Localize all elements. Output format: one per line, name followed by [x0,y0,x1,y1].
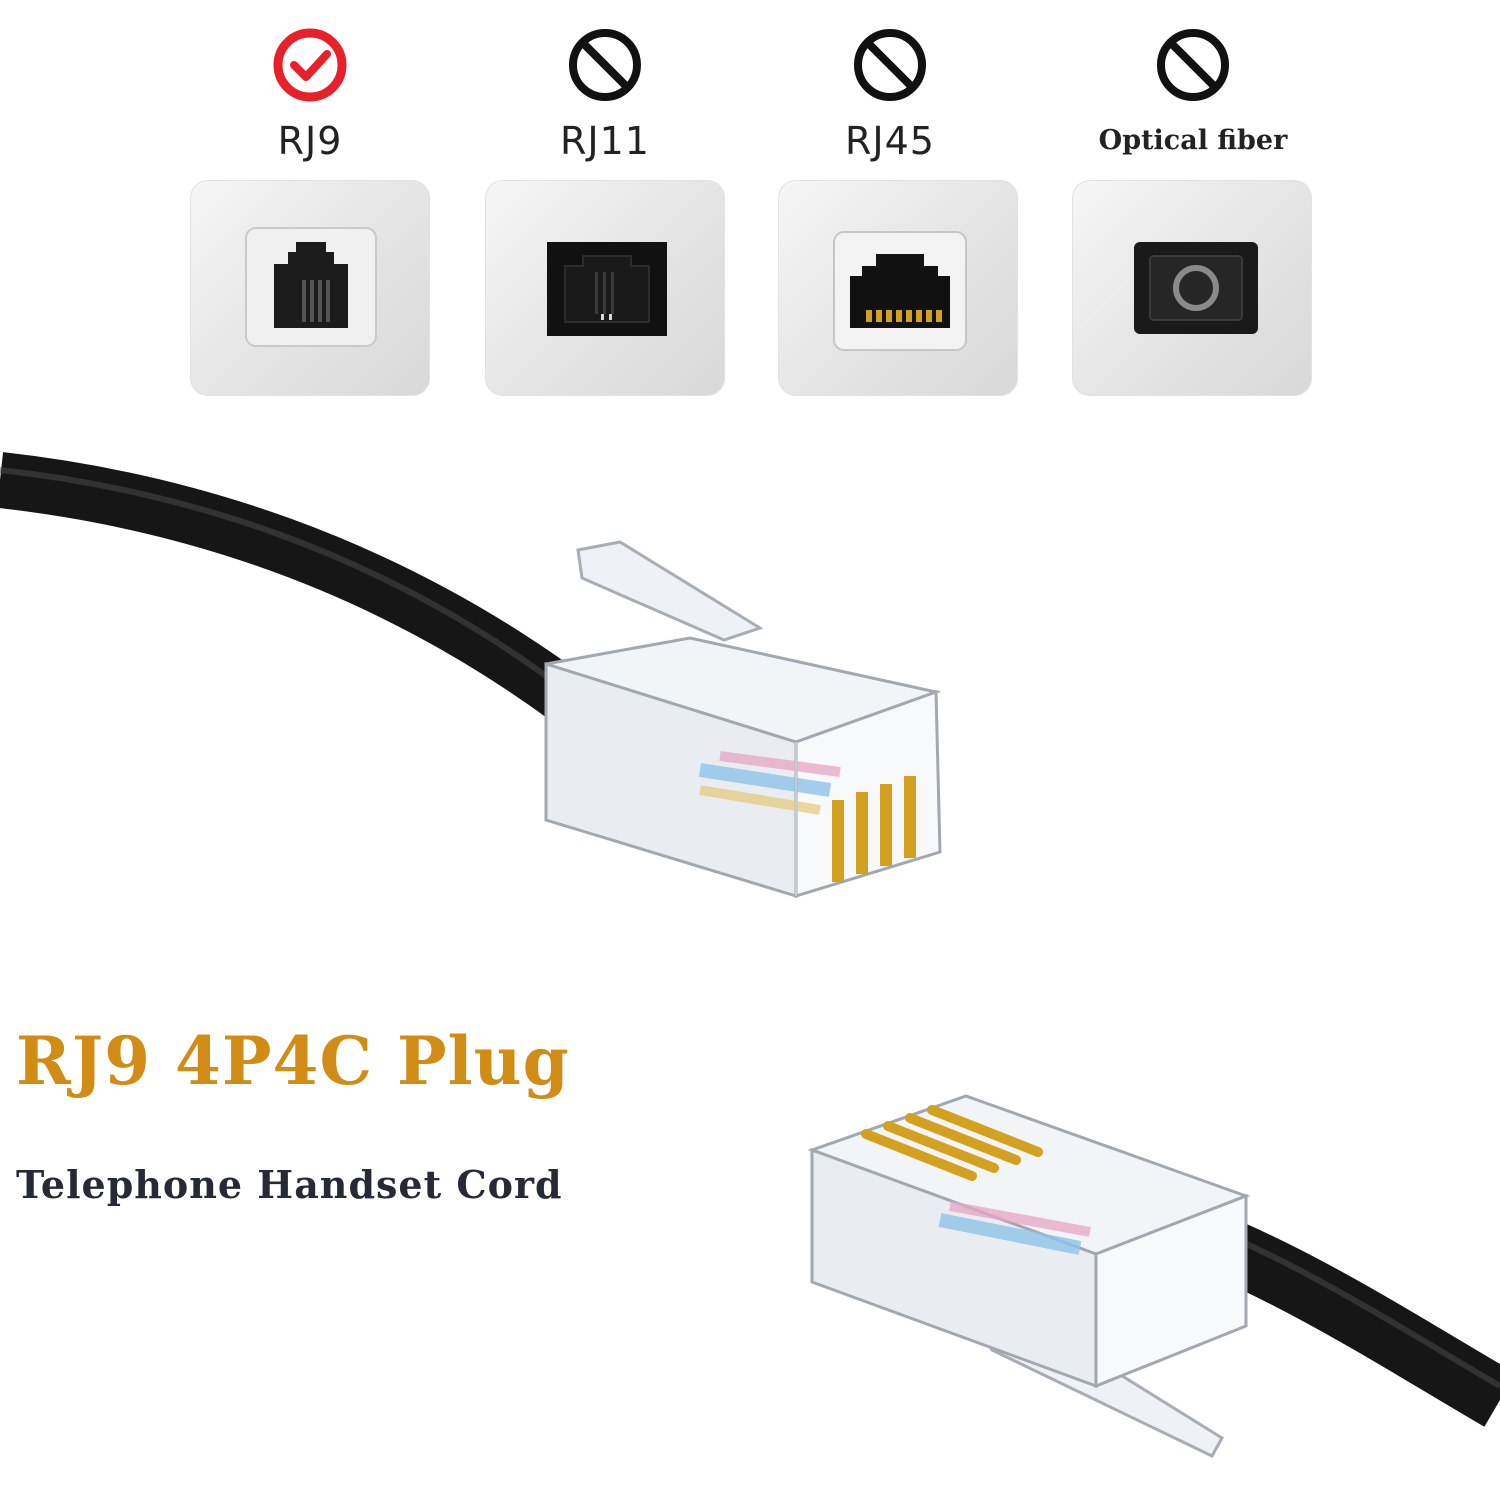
top-plug [544,540,942,899]
prohibited-icon [569,29,641,101]
rj11-socket-tile [485,180,725,396]
check-circle-icon [273,28,347,102]
prohibited-icon [854,29,926,101]
rj45-socket-icon [833,231,967,351]
product-subtitle: Telephone Handset Cord [16,1162,563,1207]
rj45-socket-tile [778,180,1018,396]
port-label: Optical fiber [1098,125,1288,156]
port-rj9: RJ9 [185,25,435,163]
prohibited-icon [1157,29,1229,101]
port-rj45: RJ45 [765,25,1015,163]
port-label: RJ9 [277,119,343,163]
rj9-socket-icon [245,227,377,347]
optical-fiber-socket-tile [1072,180,1312,396]
port-optical-fiber: Optical fiber [1068,25,1318,163]
rj11-socket-icon [547,242,667,336]
optical-fiber-socket-icon [1134,242,1258,334]
port-label: RJ11 [560,119,650,163]
rj9-socket-tile [190,180,430,396]
port-label: RJ45 [845,119,935,163]
bottom-plug [807,1094,1251,1458]
product-title: RJ9 4P4C Plug [16,1022,570,1100]
port-rj11: RJ11 [480,25,730,163]
